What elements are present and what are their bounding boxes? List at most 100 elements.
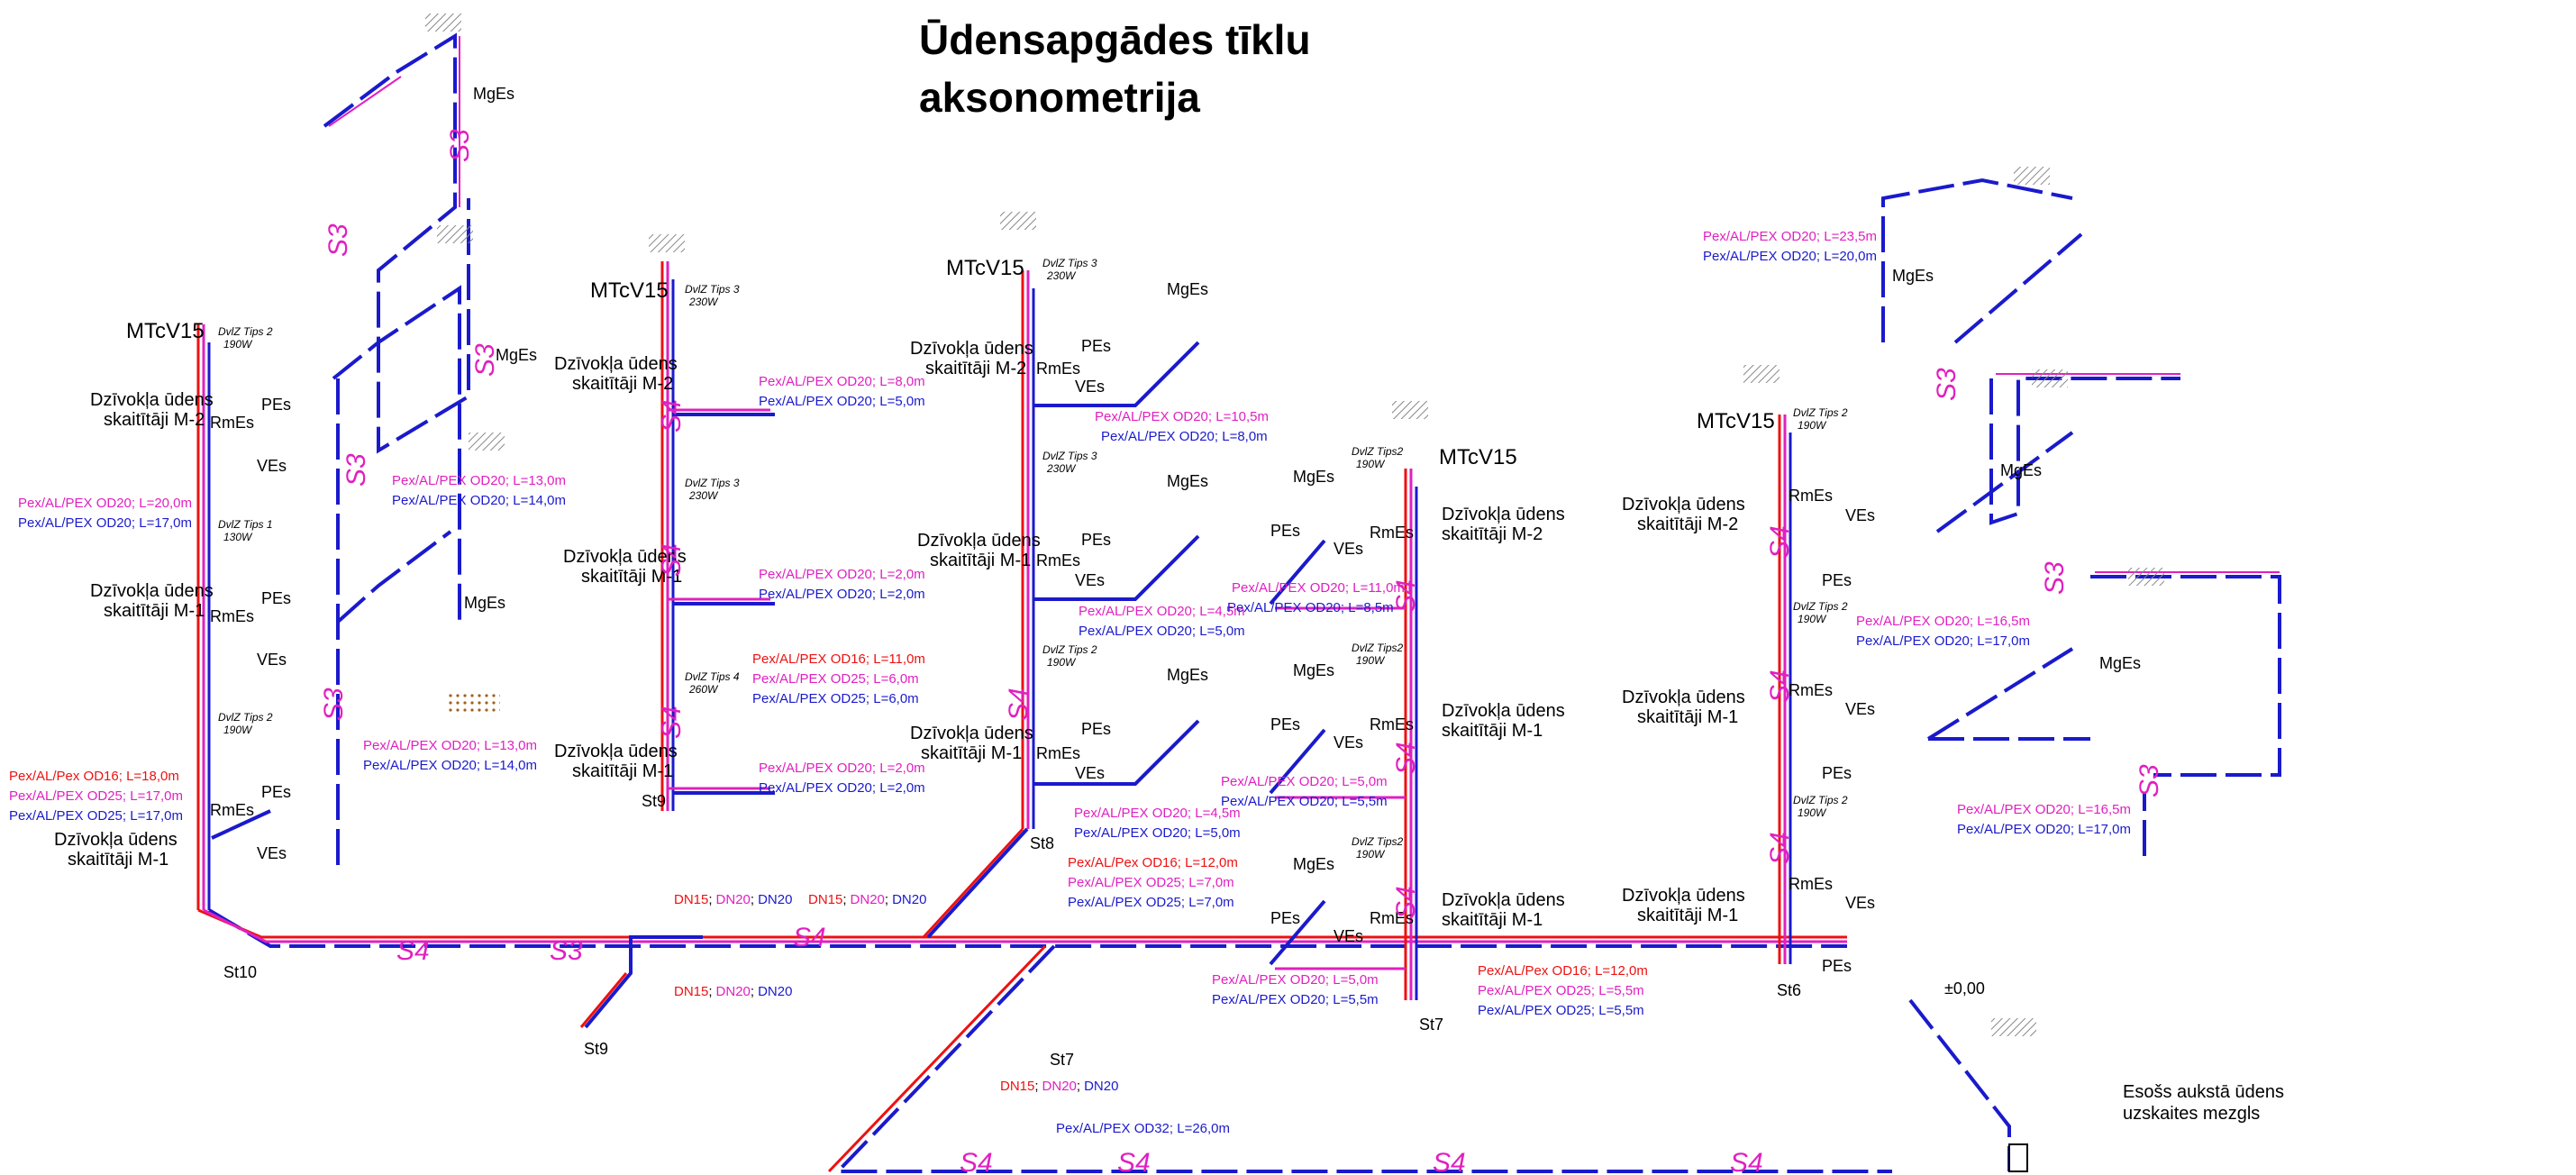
meter-m2-st8-a: Dzīvokļa ūdens xyxy=(910,339,1033,359)
dn-label-1: DN15;DN20;DN20 xyxy=(674,892,792,907)
s4-tag-16: S4 xyxy=(1765,832,1795,865)
pes-st6-2: PEs xyxy=(1822,764,1852,782)
pes-st6-1: PEs xyxy=(1822,571,1852,589)
rmes-st6-2: RmEs xyxy=(1789,681,1833,699)
mtcv-st7: MTcV15 xyxy=(1439,445,1517,469)
rad-w190-3: 190W xyxy=(1047,656,1077,669)
riser-st7-label: St7 xyxy=(1050,1051,1074,1069)
meter-m1-st6-a: Dzīvokļa ūdens xyxy=(1622,688,1745,707)
rmes-1: RmEs xyxy=(210,414,254,432)
pipe-h2: Pex/AL/PEX OD20; L=2,0m xyxy=(759,780,925,796)
s4-tag-12: S4 xyxy=(1391,742,1421,775)
mtcv-st6: MTcV15 xyxy=(1697,409,1775,433)
riser-st9 xyxy=(579,261,775,1029)
rad-w190-7: 190W xyxy=(1798,419,1827,432)
rmes-3: RmEs xyxy=(210,801,254,819)
meter-m1-st8-b: skaitītāji M-1 xyxy=(930,551,1031,570)
mges-st7-2: MgEs xyxy=(1293,661,1334,679)
pipe-p3: Pex/AL/PEX OD25; L=5,5m xyxy=(1478,1003,1644,1018)
rad-t2b-2: DvlZ Tips2 xyxy=(1352,642,1404,654)
pipe-p1: Pex/AL/Pex OD16; L=12,0m xyxy=(1478,963,1648,979)
rad-t1-1: DvlZ Tips 1 xyxy=(218,518,273,531)
rad-t4-1: DvlZ Tips 4 xyxy=(685,670,740,683)
meter-m2-st9-b: skaitītāji M-2 xyxy=(572,374,673,394)
meter-m2-st7-a: Dzīvokļa ūdens xyxy=(1442,505,1565,524)
pipe-l2: Pex/AL/PEX OD25; L=7,0m xyxy=(1068,875,1234,890)
pes-st7-1: PEs xyxy=(1270,522,1300,540)
svg-text:DN15;DN20;DN20: DN15;DN20;DN20 xyxy=(1000,1079,1118,1094)
s4-tag-15: S4 xyxy=(1765,669,1795,703)
pipe-k1: Pex/AL/PEX OD20; L=4,5m xyxy=(1074,806,1241,821)
pipe-q1: Pex/AL/PEX OD20; L=23,5m xyxy=(1703,229,1877,244)
meter-m1b-st10-a: Dzīvokļa ūdens xyxy=(54,830,177,850)
meter-m2-st7-b: skaitītāji M-2 xyxy=(1442,524,1543,544)
meter-node-label-1: Esošs aukstā ūdens xyxy=(2123,1082,2284,1102)
meter-m1-st7-a: Dzīvokļa ūdens xyxy=(1442,701,1565,721)
mges-st7-1: MgEs xyxy=(1293,468,1334,486)
meter-m1-st8-a: Dzīvokļa ūdens xyxy=(917,531,1041,551)
rad-t2b-3: DvlZ Tips2 xyxy=(1352,835,1404,848)
s4-tag-6: S4 xyxy=(1004,688,1033,721)
svg-text:DN15;DN20;DN20: DN15;DN20;DN20 xyxy=(808,892,926,907)
ves-st8-1: VEs xyxy=(1075,378,1105,396)
mges-st6-3: MgEs xyxy=(2099,654,2141,672)
s4-tag-1: S4 xyxy=(396,936,430,966)
rad-t2b-1: DvlZ Tips2 xyxy=(1352,445,1404,458)
rad-w190-1: 190W xyxy=(223,338,253,351)
pipe-j2: Pex/AL/PEX OD20; L=5,0m xyxy=(1079,624,1245,639)
rmes-st6-1: RmEs xyxy=(1789,487,1833,505)
pipe-k2: Pex/AL/PEX OD20; L=5,0m xyxy=(1074,825,1241,841)
s3-tag-3: S3 xyxy=(470,343,500,377)
mges-2: MgEs xyxy=(496,346,537,364)
pipe-n2: Pex/AL/PEX OD20; L=5,5m xyxy=(1221,794,1388,809)
pipe-b1: Pex/AL/PEX OD20; L=13,0m xyxy=(392,473,566,488)
s4-tag-8: S4 xyxy=(1117,1148,1151,1175)
rad-t2-2: DvlZ Tips 2 xyxy=(218,711,273,724)
rad-w260-1: 260W xyxy=(688,683,719,696)
pipe-m1: Pex/AL/PEX OD20; L=11,0m xyxy=(1232,580,1405,596)
ves-st6-1: VEs xyxy=(1845,506,1875,524)
pipe-c2: Pex/AL/PEX OD20; L=14,0m xyxy=(363,758,537,773)
meter-m2-st9-a: Dzīvokļa ūdens xyxy=(554,354,678,374)
riser-st6-label: St6 xyxy=(1777,981,1801,999)
rmes-st7-1: RmEs xyxy=(1370,524,1414,542)
riser-st8 xyxy=(827,270,1892,1173)
pipe-g3: Pex/AL/PEX OD25; L=6,0m xyxy=(752,691,919,706)
mtcv-st9: MTcV15 xyxy=(590,278,669,303)
meter-m1b-st6-b: skaitītāji M-1 xyxy=(1637,906,1738,925)
meter-m2-st10-a: Dzīvokļa ūdens xyxy=(90,390,214,410)
meter-m1-st10-b: skaitītāji M-1 xyxy=(104,601,205,621)
pipe-e2: Pex/AL/PEX OD20; L=5,0m xyxy=(759,394,925,409)
meter-m1b-st8-a: Dzīvokļa ūdens xyxy=(910,724,1033,743)
ves-st8-3: VEs xyxy=(1075,764,1105,782)
meter-m1b-st10-b: skaitītāji M-1 xyxy=(68,850,168,870)
pipe-n1: Pex/AL/PEX OD20; L=5,0m xyxy=(1221,774,1388,789)
s3-tag-1: S3 xyxy=(445,129,475,162)
pipe-o1: Pex/AL/PEX OD20; L=5,0m xyxy=(1212,972,1379,988)
meter-m1b-st7-a: Dzīvokļa ūdens xyxy=(1442,890,1565,910)
ves-st8-2: VEs xyxy=(1075,571,1105,589)
pes-st8-3: PEs xyxy=(1081,720,1111,738)
riser-st7b-label: St7 xyxy=(1419,1016,1443,1034)
meter-m1b-st6-a: Dzīvokļa ūdens xyxy=(1622,886,1745,906)
rad-t3-1: DvlZ Tips 3 xyxy=(685,283,740,296)
rad-t3-3: DvlZ Tips 3 xyxy=(1042,257,1097,269)
dn-label-3: DN15;DN20;DN20 xyxy=(674,984,792,999)
s3-tag-5: S3 xyxy=(319,688,349,721)
pipe-main: Pex/AL/PEX OD32; L=26,0m xyxy=(1056,1121,1230,1136)
pipe-d1: Pex/AL/Pex OD16; L=18,0m xyxy=(9,769,179,784)
rad-t2-6: DvlZ Tips 2 xyxy=(1793,794,1848,806)
mges-st6-2: MgEs xyxy=(2000,461,2042,479)
pipe-g2: Pex/AL/PEX OD25; L=6,0m xyxy=(752,671,919,687)
level-label: ±0,00 xyxy=(1944,979,1985,997)
ves-st7-1: VEs xyxy=(1334,540,1363,558)
rmes-st8-3: RmEs xyxy=(1036,744,1080,762)
rmes-st7-2: RmEs xyxy=(1370,715,1414,733)
pipe-l3: Pex/AL/PEX OD25; L=7,0m xyxy=(1068,895,1234,910)
rad-w190-5: 190W xyxy=(1356,654,1386,667)
rad-t3-4: DvlZ Tips 3 xyxy=(1042,450,1097,462)
mges-st6-1: MgEs xyxy=(1892,267,1934,285)
meter-m1b-st9-b: skaitītāji M-1 xyxy=(572,761,673,781)
rmes-2: RmEs xyxy=(210,607,254,625)
